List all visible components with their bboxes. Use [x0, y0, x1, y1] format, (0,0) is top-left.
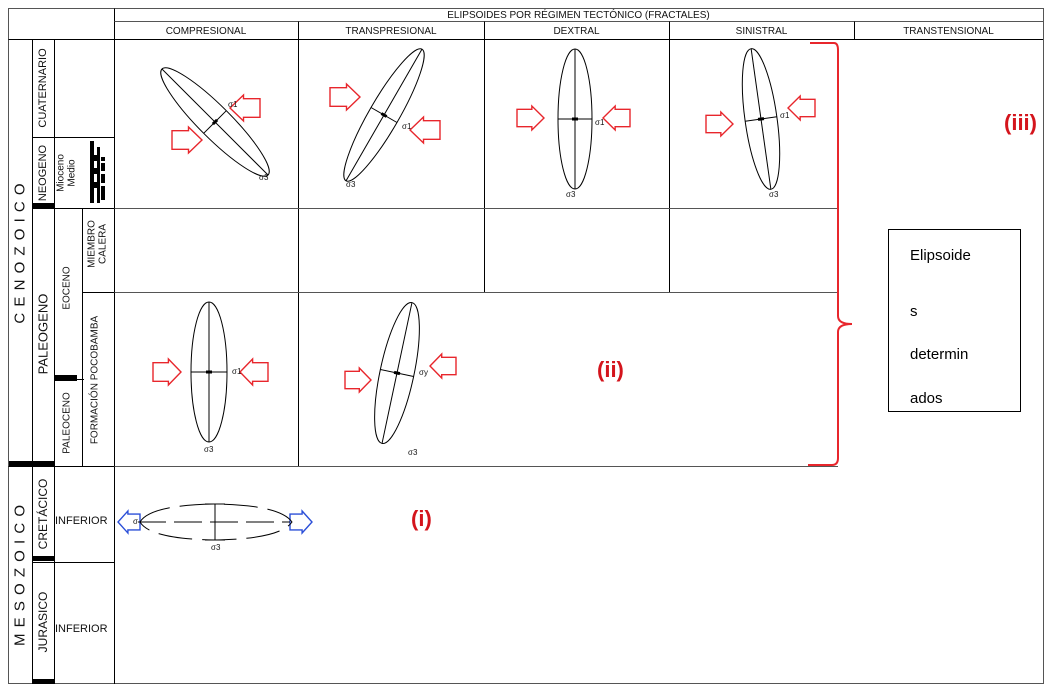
- formation-calera: CALERA: [97, 223, 109, 265]
- strain-ellipse: [741, 48, 781, 190]
- epoch-paleoceno: PALEOCENO: [61, 392, 73, 454]
- epoch-inferior-cretacico: INFERIOR: [55, 515, 108, 527]
- period-cretacico: CRETÁCICO: [36, 478, 50, 550]
- column-transtensional: TRANSTENSIONAL: [903, 26, 994, 37]
- strain-ellipse: [557, 48, 593, 190]
- epoch-eoceno: EOCENO: [61, 266, 73, 310]
- column-dextral: DEXTRAL: [553, 26, 600, 37]
- center-mark: [206, 370, 212, 374]
- column-transpresional: TRANSPRESIONAL: [345, 26, 437, 37]
- center-mark: [380, 112, 388, 118]
- sigma1-label: σ1: [595, 118, 605, 127]
- header-title: ELIPSOIDES POR RÉGIMEN TECTÓNICO (FRACTA…: [447, 10, 710, 21]
- stress-arrow: [516, 104, 545, 132]
- stress-arrow: [787, 94, 816, 122]
- textbox-line: determin: [910, 346, 969, 363]
- sigma3-label: σ3: [769, 190, 779, 199]
- annotation-ii: (ii): [597, 357, 624, 382]
- annotation-i: (i): [411, 506, 432, 531]
- stress-arrow: [429, 352, 457, 380]
- period-cuaternario: CUATERNARIO: [37, 48, 49, 128]
- center-mark: [572, 117, 578, 121]
- stress-arrow: [152, 357, 182, 387]
- stress-arrow: [289, 509, 313, 535]
- stress-arrow: [239, 357, 269, 387]
- stratigraphic-markers: [9, 141, 105, 684]
- strain-ellipse: [374, 301, 420, 445]
- stress-arrow: [171, 125, 204, 155]
- annotation-iii: (iii): [1004, 110, 1037, 135]
- ellipsoids-layer: [117, 48, 816, 535]
- period-paleogeno: PALEOGENO: [35, 293, 51, 375]
- strain-ellipse: [160, 67, 270, 177]
- epoch-inferior-jurasico: INFERIOR: [55, 623, 108, 635]
- era-cenozoico: C E N O Z O I C O: [11, 182, 29, 324]
- center-mark: [211, 118, 219, 126]
- sigma3-label: σ3: [408, 448, 418, 457]
- cretaceous-ellipsoid: [138, 503, 293, 541]
- ellipsoid-textbox: Elipsoide s determin ados: [888, 229, 1021, 412]
- strain-ellipse: [343, 48, 425, 182]
- formation-miembro: MIEMBRO: [86, 220, 98, 268]
- dashed-ellipse: [139, 503, 293, 541]
- strain-ellipse: [190, 301, 228, 443]
- stress-arrow: [117, 509, 141, 535]
- sigma3-label: σ3: [566, 190, 576, 199]
- epoch-mioceno: Mioceno: [55, 154, 67, 192]
- sigma3-label: σ3: [204, 445, 214, 454]
- sigma1-label: σ1: [228, 100, 238, 109]
- sigma-label: σ: [133, 517, 138, 526]
- epoch-medio: Medio: [66, 159, 78, 187]
- stress-arrow: [602, 104, 631, 132]
- sigma1-label: σ1: [402, 122, 412, 131]
- stress-arrow: [344, 366, 372, 394]
- column-sinistral: SINISTRAL: [735, 26, 788, 37]
- center-mark: [757, 117, 765, 121]
- formation-pocobamba: FORMACIÓN POCOBAMBA: [89, 315, 101, 445]
- textbox-line: ados: [910, 390, 943, 407]
- sigma1-label: σ1: [780, 111, 790, 120]
- period-jurasico: JURASICO: [36, 591, 50, 653]
- sigma3-label: σ3: [259, 173, 269, 182]
- textbox-line: Elipsoide: [910, 247, 971, 264]
- stress-arrow: [408, 115, 441, 145]
- sigma1-label: σ1: [232, 367, 242, 376]
- sigma-y-label: σy: [419, 368, 428, 377]
- period-neogeno: NEOGENO: [37, 144, 49, 202]
- column-compresional: COMPRESIONAL: [165, 26, 247, 37]
- stress-arrow: [228, 93, 261, 123]
- era-mesozoico: M E S O Z O I C O: [11, 503, 29, 647]
- textbox-line: s: [910, 303, 918, 320]
- center-mark: [393, 370, 401, 376]
- stress-arrow: [329, 82, 362, 112]
- brace-bracket: [808, 42, 853, 466]
- stress-arrow: [705, 110, 734, 138]
- sigma3-label: σ3: [211, 543, 221, 552]
- sigma3-label: σ3: [346, 180, 356, 189]
